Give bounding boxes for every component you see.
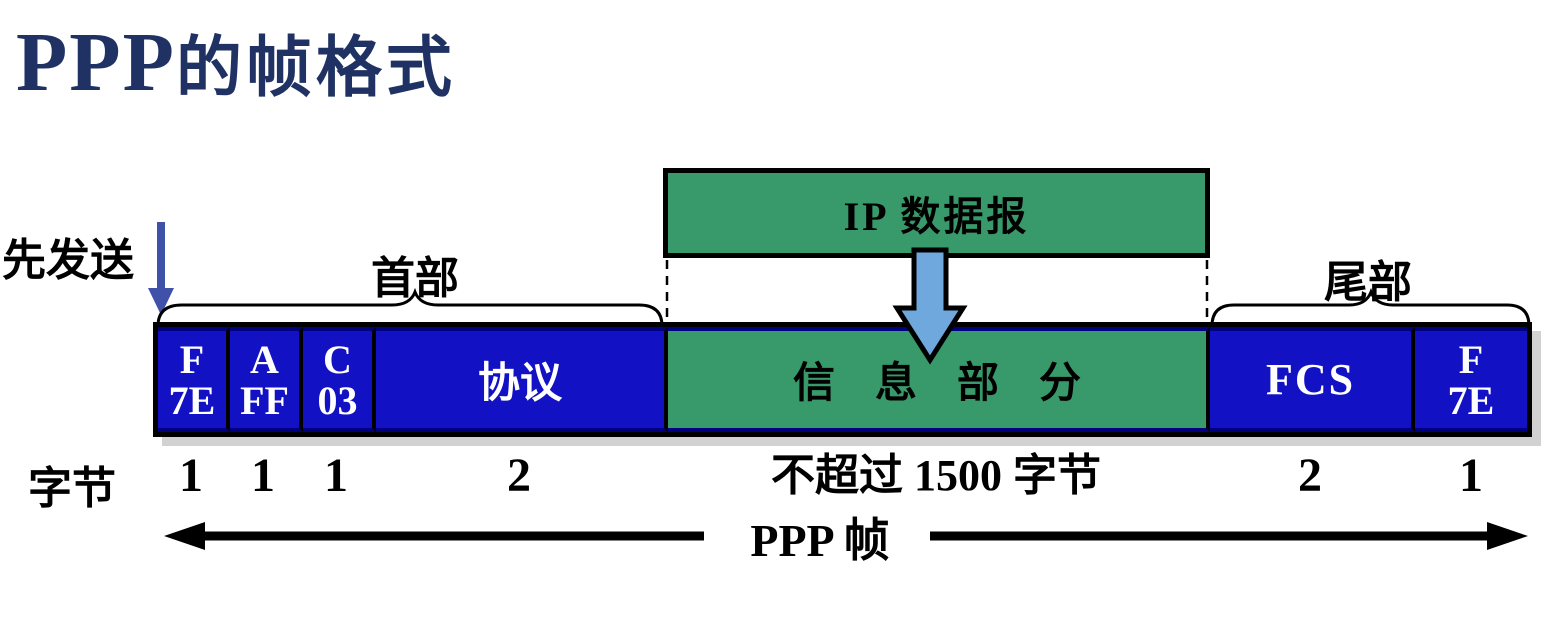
first-sent-label: 先发送 <box>2 236 134 285</box>
byte-count-protocol: 2 <box>507 449 531 502</box>
field-information-label: 信息部分 <box>792 361 1121 407</box>
trailer-brace-label: 尾部 <box>1324 258 1412 307</box>
header-brace-label: 首部 <box>371 254 459 303</box>
field-address: A FF <box>230 327 303 432</box>
byte-count-address: 1 <box>251 449 275 502</box>
field-address-line1: A <box>250 336 279 382</box>
bytes-unit-label: 字节 <box>28 464 116 513</box>
field-flag-end-line2: 7E <box>1447 377 1495 423</box>
field-flag-end: F 7E <box>1415 327 1527 432</box>
field-protocol-label: 协议 <box>477 361 562 407</box>
page-title: PPP的帧格式 <box>16 8 456 141</box>
ip-datagram-box: IP 数据报 <box>663 168 1210 258</box>
first-sent-arrow-icon <box>148 222 174 315</box>
field-flag-end-line1: F <box>1458 336 1484 382</box>
field-address-line2: FF <box>240 377 289 423</box>
ppp-frame-right-arrow-icon <box>930 522 1528 550</box>
byte-count-control: 1 <box>324 449 348 502</box>
ppp-frame-span-label: PPP 帧 <box>750 515 890 566</box>
field-control-line1: C <box>323 336 352 382</box>
byte-count-information: 不超过 1500 字节 <box>771 451 1101 500</box>
field-flag-start: F 7E <box>158 327 230 432</box>
field-control: C 03 <box>303 327 376 432</box>
field-protocol: 协议 <box>376 327 668 432</box>
page-title-cjk: 的帧格式 <box>175 32 456 105</box>
byte-count-flag-start: 1 <box>179 449 203 502</box>
field-fcs: FCS <box>1210 327 1415 432</box>
page-title-latin: PPP <box>16 16 176 109</box>
field-flag-start-line1: F <box>179 336 205 382</box>
byte-count-fcs: 2 <box>1298 449 1322 502</box>
field-fcs-label: FCS <box>1265 355 1356 404</box>
field-control-line2: 03 <box>317 377 358 423</box>
field-flag-start-line2: 7E <box>168 377 216 423</box>
ip-datagram-label: IP 数据报 <box>843 194 1030 239</box>
ppp-frame-left-arrow-icon <box>164 522 704 550</box>
ppp-frame-row: F 7E A FF C 03 协议 信息部分 FCS F 7E <box>153 322 1532 437</box>
byte-count-flag-end: 1 <box>1459 449 1483 502</box>
field-information: 信息部分 <box>668 327 1210 432</box>
